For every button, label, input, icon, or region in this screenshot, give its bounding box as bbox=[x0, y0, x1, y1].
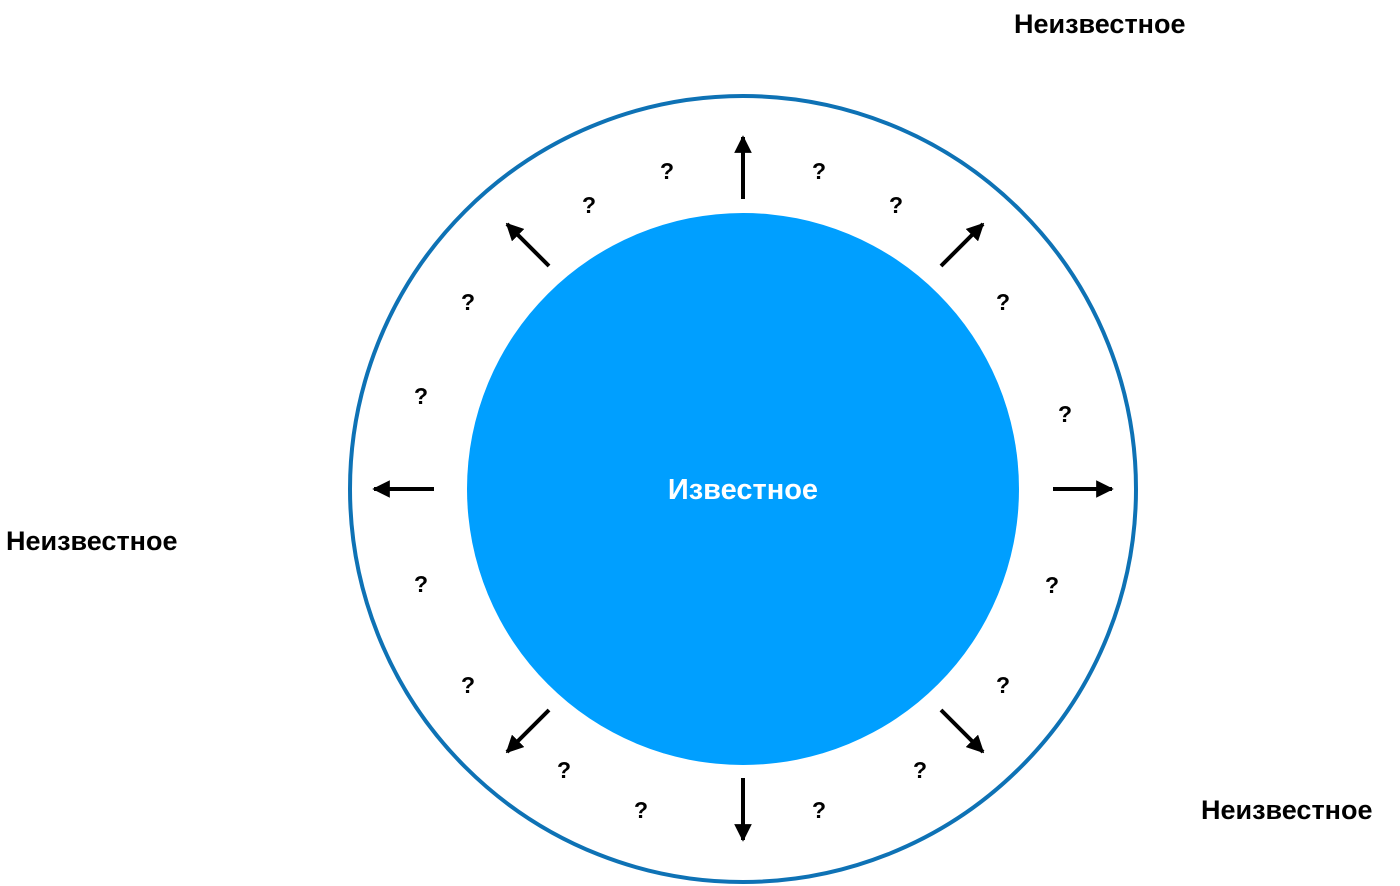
question-mark: ? bbox=[461, 289, 475, 315]
question-mark: ? bbox=[414, 383, 428, 409]
question-mark: ? bbox=[1058, 401, 1072, 427]
question-mark: ? bbox=[996, 289, 1010, 315]
question-marks-group: ???????????????? bbox=[414, 158, 1072, 823]
question-mark: ? bbox=[889, 192, 903, 218]
question-mark: ? bbox=[414, 571, 428, 597]
question-mark: ? bbox=[634, 797, 648, 823]
outer-boundary-circle bbox=[348, 94, 1138, 884]
question-mark: ? bbox=[1045, 572, 1059, 598]
arrow-down-left bbox=[505, 708, 551, 754]
question-mark: ? bbox=[812, 158, 826, 184]
question-mark: ? bbox=[812, 797, 826, 823]
question-mark: ? bbox=[557, 757, 571, 783]
question-mark: ? bbox=[996, 672, 1010, 698]
arrow-up-left bbox=[505, 222, 551, 268]
arrow-up-right bbox=[939, 222, 985, 268]
arrow-down-right bbox=[939, 708, 985, 754]
question-mark: ? bbox=[461, 672, 475, 698]
unknown-label-top-right: Неизвестное bbox=[1014, 9, 1186, 39]
arrows-group bbox=[372, 135, 1114, 842]
unknown-label-bottom-right: Неизвестное bbox=[1201, 795, 1373, 825]
unknown-label-left: Неизвестное bbox=[6, 526, 178, 556]
known-label: Известное bbox=[668, 474, 818, 506]
question-mark: ? bbox=[660, 158, 674, 184]
question-mark: ? bbox=[913, 757, 927, 783]
question-mark: ? bbox=[582, 192, 596, 218]
known-circle bbox=[467, 213, 1019, 765]
